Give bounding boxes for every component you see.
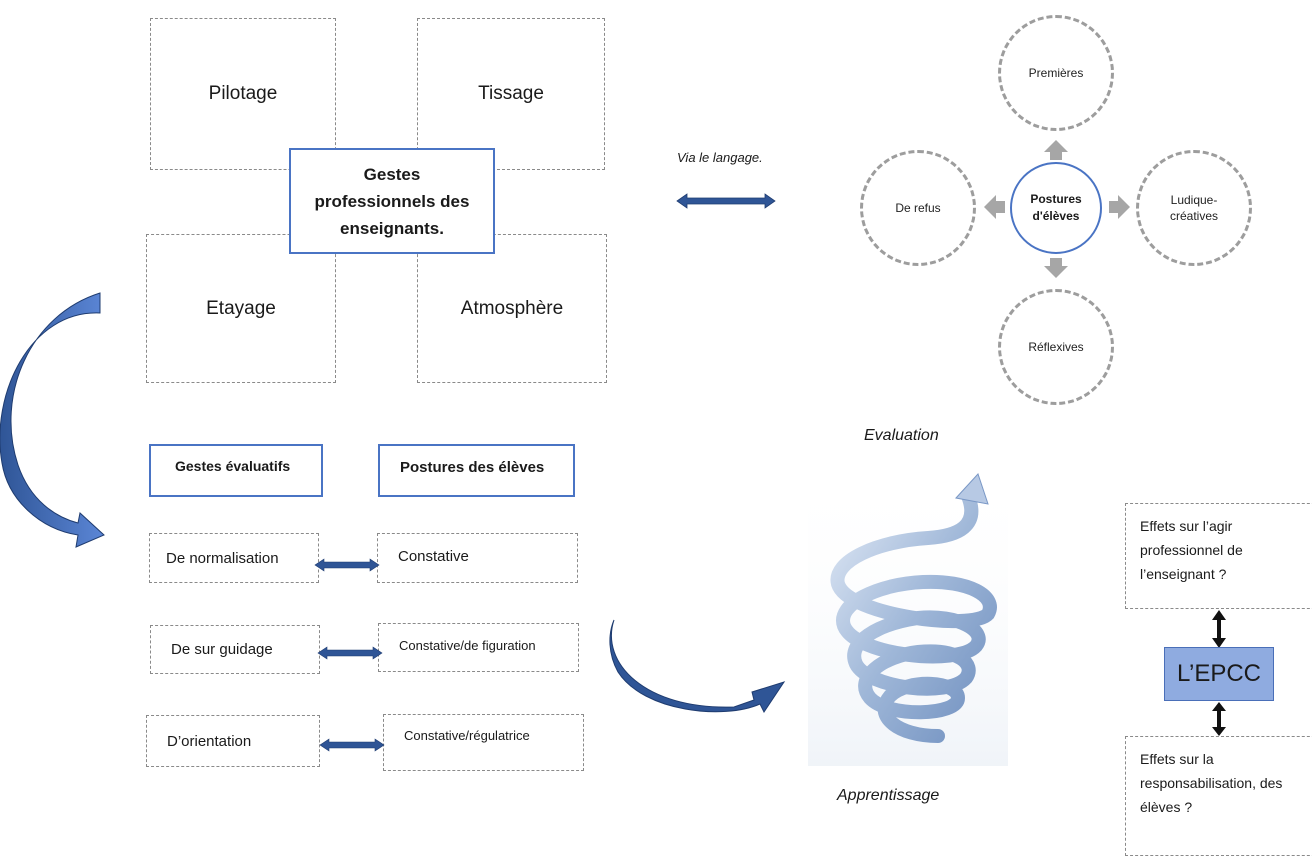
effets-agir-box: Effets sur l’agir professionnel de l’ens… bbox=[1125, 503, 1312, 609]
quadrant-label: Etayage bbox=[206, 297, 276, 319]
via-double-arrow bbox=[676, 193, 776, 209]
posture-reflexives: Réflexives bbox=[998, 289, 1114, 405]
effets-responsabilisation-box: Effets sur la responsabilisation, des él… bbox=[1125, 736, 1312, 856]
arrow-up-icon bbox=[1044, 140, 1068, 160]
gestes-center-label: Gestes professionnels des enseignants. bbox=[314, 164, 470, 238]
quadrant-label: Tissage bbox=[478, 83, 544, 104]
row-double-arrow bbox=[317, 646, 383, 660]
epcc-bottom-double-arrow bbox=[1212, 702, 1226, 736]
geste-row-sur-guidage: De sur guidage bbox=[150, 625, 320, 674]
quadrant-atmosphere: Atmosphère bbox=[417, 234, 607, 383]
header-gestes-evaluatifs: Gestes évaluatifs bbox=[149, 444, 323, 497]
via-label: Via le langage. bbox=[677, 150, 763, 165]
wheel-arrows bbox=[984, 140, 1130, 278]
arrow-right-icon bbox=[1109, 195, 1130, 219]
posture-row-constative-regulatrice: Constative/régulatrice bbox=[383, 714, 584, 771]
header-postures-eleves: Postures des élèves bbox=[378, 444, 575, 497]
epcc-box: L’EPCC bbox=[1164, 647, 1274, 701]
posture-de-refus: De refus bbox=[860, 150, 976, 266]
epcc-top-double-arrow bbox=[1212, 610, 1226, 648]
row-double-arrow bbox=[314, 558, 380, 572]
postures-center: Postures d'élèves bbox=[1010, 162, 1102, 254]
spiral-bottom-label: Apprentissage bbox=[837, 787, 940, 804]
arrow-down-icon bbox=[1044, 258, 1068, 278]
curved-arrow-spiral-icon bbox=[609, 619, 786, 713]
posture-row-constative: Constative bbox=[377, 533, 578, 583]
spiral-top-label: Evaluation bbox=[864, 427, 939, 444]
curved-arrow-left-icon bbox=[0, 292, 105, 548]
posture-row-constative-figuration: Constative/de figuration bbox=[378, 623, 579, 672]
quadrant-label: Atmosphère bbox=[460, 297, 564, 319]
quadrant-pilotage: Pilotage bbox=[150, 18, 336, 170]
quadrant-label: Pilotage bbox=[208, 83, 278, 104]
posture-premieres: Premières bbox=[998, 15, 1114, 131]
quadrant-etayage: Etayage bbox=[146, 234, 336, 383]
geste-row-orientation: D’orientation bbox=[146, 715, 320, 767]
quadrant-tissage: Tissage bbox=[417, 18, 605, 170]
posture-ludique-creatives: Ludique-créatives bbox=[1136, 150, 1252, 266]
row-double-arrow bbox=[319, 738, 385, 752]
arrow-left-icon bbox=[984, 195, 1005, 219]
geste-row-normalisation: De normalisation bbox=[149, 533, 319, 583]
gestes-center-box: Gestes professionnels des enseignants. bbox=[289, 148, 495, 254]
spiral-icon bbox=[808, 466, 1008, 766]
